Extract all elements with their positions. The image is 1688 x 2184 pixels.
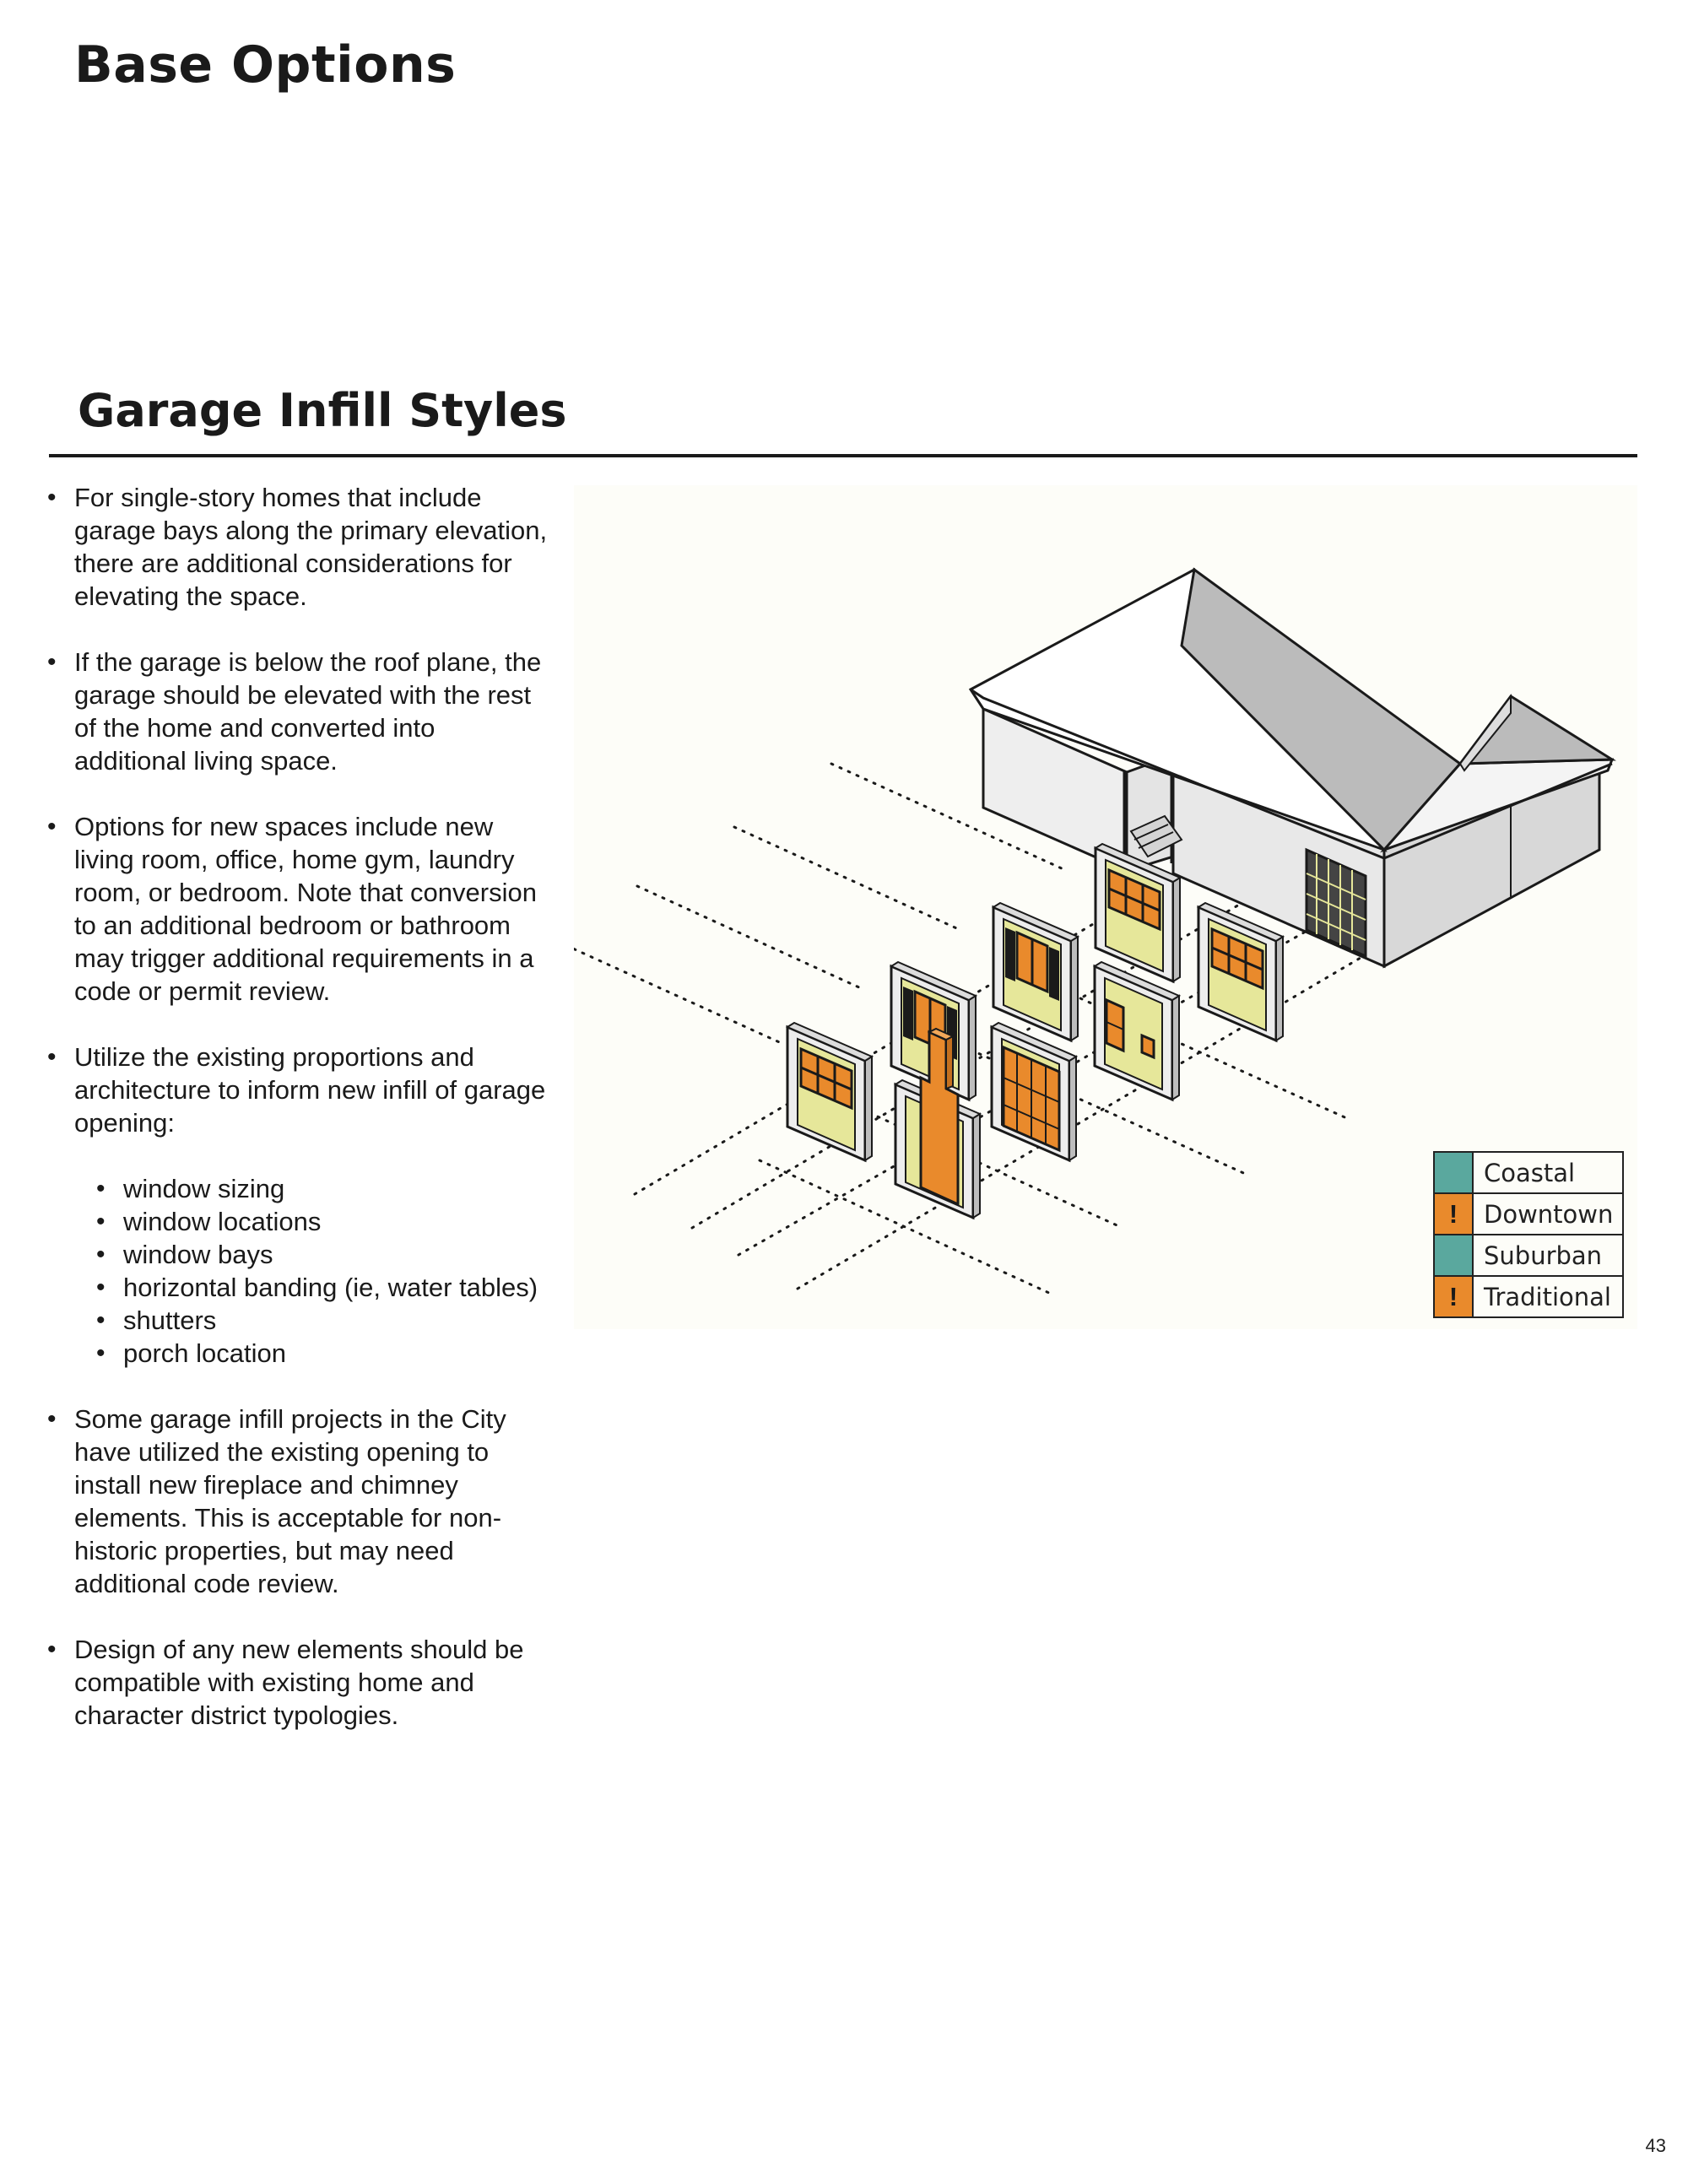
proportion-list: window sizing window locations window ba… — [74, 1172, 549, 1370]
guideline-item: If the garage is below the roof plane, t… — [42, 646, 549, 777]
suburban-swatch — [1433, 1234, 1474, 1277]
legend-row: Coastal — [1433, 1151, 1624, 1194]
house-model — [968, 567, 1617, 969]
coastal-swatch — [1433, 1151, 1474, 1194]
proportion-item: horizontal banding (ie, water tables) — [74, 1271, 549, 1304]
guideline-text: Some garage infill projects in the City … — [74, 1404, 506, 1598]
legend-label: Suburban — [1472, 1234, 1624, 1277]
infill-option-panels — [786, 842, 1285, 1219]
section-title: Garage Infill Styles — [78, 384, 567, 437]
guideline-text: For single-story homes that include gara… — [74, 483, 548, 611]
guideline-list: For single-story homes that include gara… — [42, 481, 549, 1765]
page-number: 43 — [1645, 2135, 1666, 2156]
guideline-item: Utilize the existing proportions and arc… — [42, 1041, 549, 1370]
legend-row: ! Traditional — [1433, 1275, 1624, 1318]
garage-infill-illustration — [574, 485, 1637, 1329]
page-title: Base Options — [74, 35, 457, 95]
legend-label: Traditional — [1472, 1275, 1624, 1318]
proportion-item: shutters — [74, 1304, 549, 1337]
guideline-item: Design of any new elements should be com… — [42, 1633, 549, 1732]
proportion-item: window bays — [74, 1238, 549, 1271]
proportion-item: window sizing — [74, 1172, 549, 1205]
guideline-text: Design of any new elements should be com… — [74, 1635, 524, 1730]
legend-label: Coastal — [1472, 1151, 1624, 1194]
guideline-text: Utilize the existing proportions and arc… — [74, 1042, 546, 1138]
legend-row: ! Downtown — [1433, 1192, 1624, 1235]
guideline-item: For single-story homes that include gara… — [42, 481, 549, 613]
district-legend: Coastal ! Downtown Suburban ! Traditiona… — [1433, 1151, 1624, 1318]
legend-row: Suburban — [1433, 1234, 1624, 1277]
alert-icon: ! — [1448, 1281, 1458, 1311]
guideline-item: Options for new spaces include new livin… — [42, 810, 549, 1008]
proportion-item: porch location — [74, 1337, 549, 1370]
chimney-option — [894, 1027, 982, 1219]
section-divider — [49, 454, 1637, 457]
traditional-swatch: ! — [1433, 1275, 1474, 1318]
guideline-text: Options for new spaces include new livin… — [74, 812, 537, 1006]
alert-icon: ! — [1448, 1198, 1458, 1229]
guideline-item: Some garage infill projects in the City … — [42, 1403, 549, 1600]
downtown-swatch: ! — [1433, 1192, 1474, 1235]
legend-label: Downtown — [1472, 1192, 1624, 1235]
proportion-item: window locations — [74, 1205, 549, 1238]
guideline-text: If the garage is below the roof plane, t… — [74, 647, 542, 776]
